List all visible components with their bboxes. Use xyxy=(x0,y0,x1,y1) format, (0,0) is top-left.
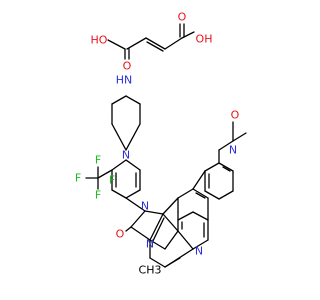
cf3-fluorine-top-label: F xyxy=(95,154,101,167)
bond xyxy=(125,226,132,232)
bond xyxy=(192,188,209,199)
bond xyxy=(111,189,127,199)
bond xyxy=(204,162,220,172)
methoxypyridine-ring: O N xyxy=(192,109,247,200)
cf3-fluorine-right-label: F xyxy=(109,174,115,187)
bond xyxy=(149,213,164,241)
bond xyxy=(218,162,234,172)
piperazine-n-label: N xyxy=(122,149,130,162)
piperazine-nh-label: HN xyxy=(116,74,133,87)
carbonyl-oxygen-label: O xyxy=(116,228,125,241)
imidazole-n3-label: N xyxy=(146,238,154,251)
bond xyxy=(111,123,127,151)
cf3-fluorine-bottom-label: F xyxy=(95,189,101,202)
bond xyxy=(125,95,141,105)
bond xyxy=(111,159,127,171)
bond xyxy=(125,197,146,212)
methyl-label: CH3 xyxy=(139,264,162,277)
pyridine-n-label: N xyxy=(229,144,237,157)
bond xyxy=(162,197,179,215)
bond xyxy=(149,257,166,268)
bond xyxy=(195,192,206,199)
bond xyxy=(164,257,181,268)
methoxy-oxygen-label: O xyxy=(231,109,240,122)
bond xyxy=(164,37,183,50)
imidazoquinolinone-core: N O N CH3 N xyxy=(116,188,209,277)
bond xyxy=(125,189,141,199)
bond xyxy=(107,39,126,50)
bond xyxy=(232,132,247,142)
cf3-fluorine-left-label: F xyxy=(75,172,81,185)
acid-carbonyl-o-left-label: O xyxy=(123,60,132,73)
bond xyxy=(192,211,209,221)
bond xyxy=(125,123,141,151)
acid-carbonyl-o-right-label: O xyxy=(178,11,187,24)
bond xyxy=(145,37,166,50)
bond xyxy=(130,210,146,228)
imidazole-n1-label: N xyxy=(141,200,149,213)
bond xyxy=(222,166,231,172)
bond xyxy=(218,190,234,200)
aryl-ring: F F F F xyxy=(75,154,146,212)
bond xyxy=(126,37,147,50)
bond xyxy=(177,211,194,221)
acid-hydroxyl-left-label: HO xyxy=(91,34,108,47)
fumaric-acid: HO O O OH xyxy=(91,11,213,73)
bond xyxy=(97,169,113,179)
acid-hydroxyl-right-label: OH xyxy=(196,33,213,46)
bond xyxy=(192,170,206,190)
bond xyxy=(111,95,127,105)
bond xyxy=(192,239,209,250)
bond xyxy=(125,159,141,171)
piperazine-ring: HN N xyxy=(111,74,141,162)
bond xyxy=(149,239,166,250)
bond xyxy=(177,230,194,250)
bond xyxy=(162,213,179,232)
bond xyxy=(204,190,220,200)
chemical-structure: HO O O OH HN N F F F F xyxy=(75,11,247,277)
bond xyxy=(130,226,151,241)
quinoline-n-label: N xyxy=(195,245,203,258)
bond xyxy=(177,188,194,199)
bond xyxy=(218,140,234,151)
bond xyxy=(151,217,165,244)
bond xyxy=(146,41,164,52)
bond xyxy=(164,230,179,250)
bond xyxy=(144,210,164,215)
